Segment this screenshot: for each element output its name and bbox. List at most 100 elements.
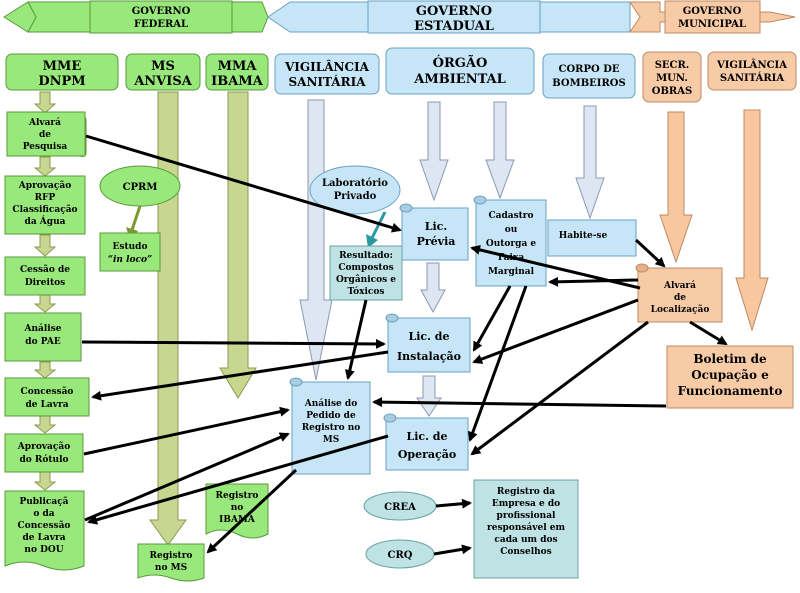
- arrow-mma-column: [219, 91, 257, 399]
- arrow-vigilancia-column: [299, 99, 333, 381]
- arrow-rotulo-analise: [83, 406, 290, 456]
- svg-text:CPRM: CPRM: [123, 182, 158, 193]
- arrow-alvara-instalacao: [472, 298, 639, 364]
- arrow-orgao-2: [485, 101, 515, 200]
- crq-node: CRQ: [365, 539, 435, 569]
- arrow-analise-registro-ms: [206, 468, 298, 554]
- arrow-alvara-previa: [470, 244, 641, 290]
- estudo-in-loco: Estudo“in loco”: [99, 232, 161, 272]
- arrow-previa-instalacao: [420, 262, 446, 314]
- arrow-cadastro-instalacao: [472, 285, 512, 352]
- lic-previa: Lic.Prévia: [399, 203, 469, 261]
- arrow-vig-mun: [735, 109, 769, 332]
- svg-text:CRQ: CRQ: [388, 550, 413, 561]
- svg-text:Lic.Prévia: Lic.Prévia: [417, 220, 456, 248]
- arrow-alvara-operacao: [470, 320, 649, 456]
- arrow-alvara-cadastro: [548, 276, 639, 287]
- svg-text:Estudo“in loco”: Estudo“in loco”: [108, 242, 152, 265]
- arrow-crq-registro: [433, 544, 472, 556]
- agency-secr-mun-obras: SECR.MUN.OBRAS: [642, 51, 702, 103]
- arrow-bombeiros: [575, 105, 605, 220]
- arrow-obras: [659, 111, 693, 264]
- arrow-pesquisa-previa: [85, 134, 402, 233]
- fat-arrows: [149, 91, 769, 546]
- arrow-alvara-boletim: [689, 320, 728, 346]
- arrow-operacao-publicacao: [87, 434, 389, 525]
- crea-node: CREA: [363, 491, 437, 521]
- arrow-cadastro-operacao: [468, 285, 528, 442]
- arrow-orgao-1: [419, 101, 449, 202]
- svg-text:CREA: CREA: [384, 502, 416, 513]
- arrow-crea-registro: [435, 498, 472, 509]
- arrow-pae-instalacao: [81, 338, 386, 349]
- arrow-instalacao-concessao: [91, 350, 389, 401]
- cprm-node: CPRM: [99, 165, 181, 207]
- connectors: [81, 134, 728, 556]
- arrow-habite-alvara: [634, 238, 666, 268]
- svg-text:SECR.MUN.OBRAS: SECR.MUN.OBRAS: [652, 60, 692, 97]
- habite-se: Habite-se: [547, 219, 637, 257]
- arrow-boletim-analise: [372, 397, 667, 408]
- arrow-resultado-analise: [344, 299, 368, 380]
- arrow-instalacao-operacao: [416, 375, 442, 417]
- svg-text:Habite-se: Habite-se: [559, 231, 608, 241]
